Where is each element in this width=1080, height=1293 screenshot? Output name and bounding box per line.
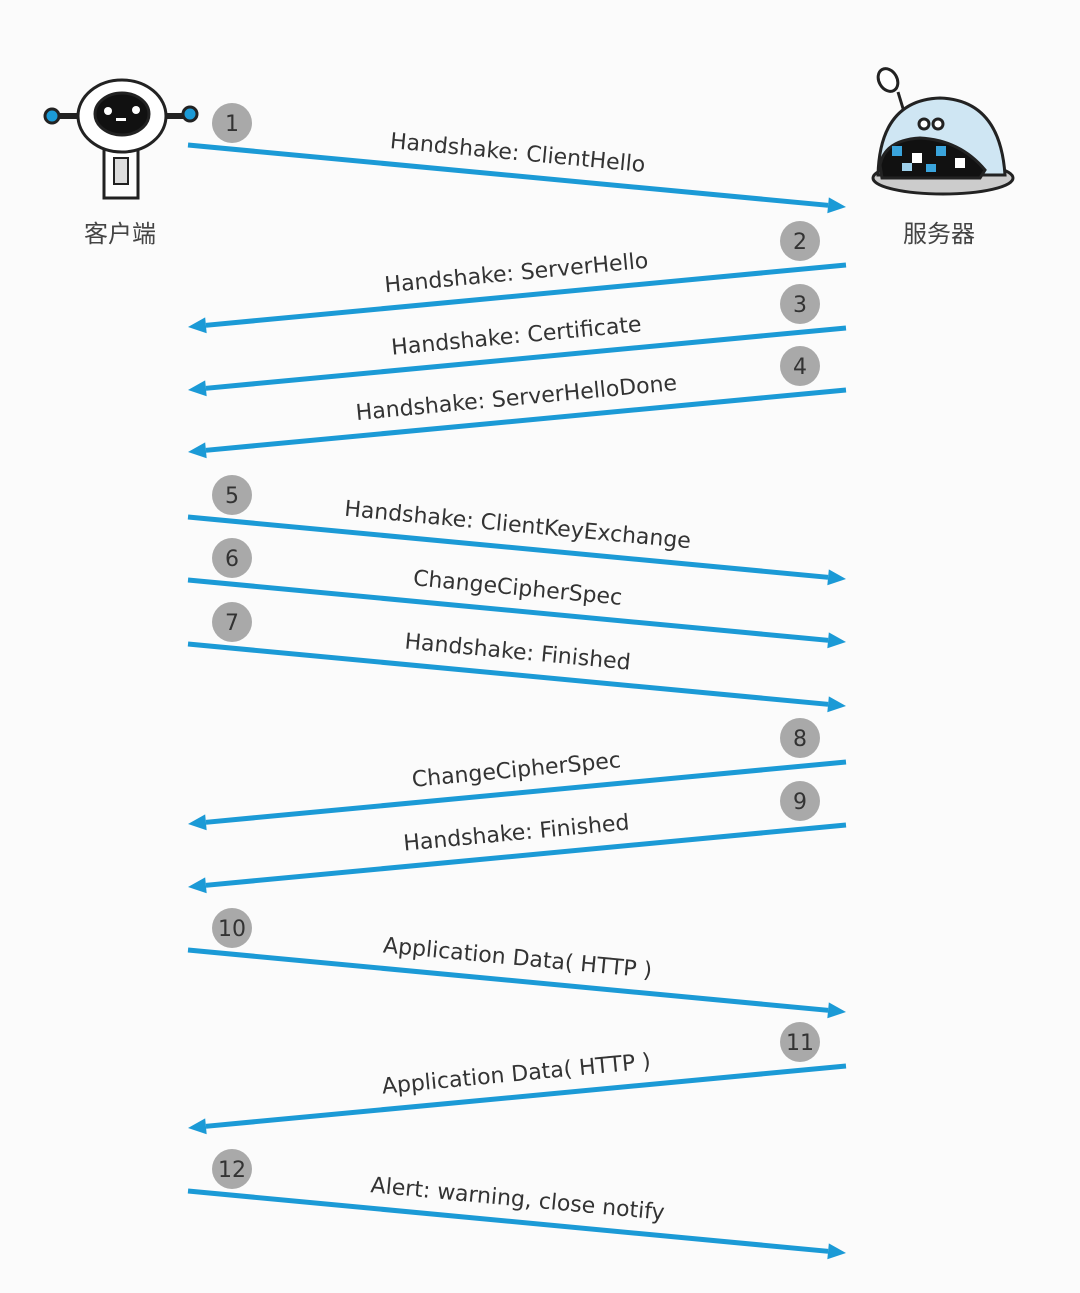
arrowhead-icon bbox=[188, 380, 207, 397]
step-number: 4 bbox=[793, 355, 807, 380]
step-number: 9 bbox=[793, 790, 807, 815]
message-label: Application Data( HTTP ) bbox=[382, 933, 653, 983]
message-label: Handshake: ClientHello bbox=[389, 129, 646, 178]
arrowhead-icon bbox=[827, 632, 846, 649]
step-number: 2 bbox=[793, 230, 807, 255]
step-number: 8 bbox=[793, 727, 807, 752]
arrowhead-icon bbox=[188, 1118, 207, 1135]
step-number: 10 bbox=[218, 917, 246, 942]
message-label: Handshake: ServerHello bbox=[383, 249, 649, 299]
step-badge bbox=[780, 284, 820, 324]
arrow-line bbox=[205, 1063, 847, 1129]
step-number: 7 bbox=[225, 611, 239, 636]
arrowhead-icon bbox=[188, 317, 207, 334]
arrow-line bbox=[205, 262, 847, 328]
step-badge bbox=[212, 602, 252, 642]
message-label: Handshake: ServerHelloDone bbox=[355, 371, 678, 426]
arrowhead-icon bbox=[188, 442, 207, 459]
message-label: Application Data( HTTP ) bbox=[381, 1049, 652, 1099]
arrow-line bbox=[205, 759, 847, 825]
arrowhead-icon bbox=[188, 877, 207, 894]
step-badge bbox=[212, 475, 252, 515]
arrowhead-icon bbox=[827, 1243, 846, 1260]
arrow-line bbox=[187, 514, 829, 580]
step-badge bbox=[212, 538, 252, 578]
server-dome-icon bbox=[871, 67, 1015, 196]
step-number: 1 bbox=[225, 112, 239, 137]
arrowhead-icon bbox=[827, 1002, 846, 1019]
step-badge bbox=[780, 781, 820, 821]
arrow-line bbox=[187, 947, 829, 1013]
arrow-line bbox=[205, 822, 847, 888]
arrow-line bbox=[187, 577, 829, 643]
step-badge bbox=[780, 346, 820, 386]
step-badge bbox=[780, 221, 820, 261]
message-label: Alert: warning, close notify bbox=[370, 1173, 666, 1226]
step-number: 11 bbox=[786, 1031, 814, 1056]
arrow-line bbox=[187, 641, 829, 707]
step-badge bbox=[212, 908, 252, 948]
step-number: 12 bbox=[218, 1158, 246, 1183]
arrowhead-icon bbox=[827, 696, 846, 713]
arrow-line bbox=[187, 142, 829, 208]
step-badge bbox=[212, 1149, 252, 1189]
step-number: 6 bbox=[225, 547, 239, 572]
step-number: 5 bbox=[225, 484, 239, 509]
arrow-line bbox=[205, 387, 847, 453]
arrowhead-icon bbox=[827, 569, 846, 586]
step-number: 3 bbox=[793, 293, 807, 318]
message-label: Handshake: Certificate bbox=[390, 312, 642, 360]
step-badge bbox=[780, 718, 820, 758]
client-robot-icon bbox=[43, 78, 199, 200]
arrow-line bbox=[187, 1188, 829, 1254]
arrowhead-icon bbox=[188, 814, 207, 831]
step-badge bbox=[780, 1022, 820, 1062]
client-label: 客户端 bbox=[84, 220, 156, 248]
server-label: 服务器 bbox=[903, 220, 975, 248]
arrowhead-icon bbox=[827, 197, 846, 214]
arrow-line bbox=[205, 325, 847, 391]
step-badge bbox=[212, 103, 252, 143]
